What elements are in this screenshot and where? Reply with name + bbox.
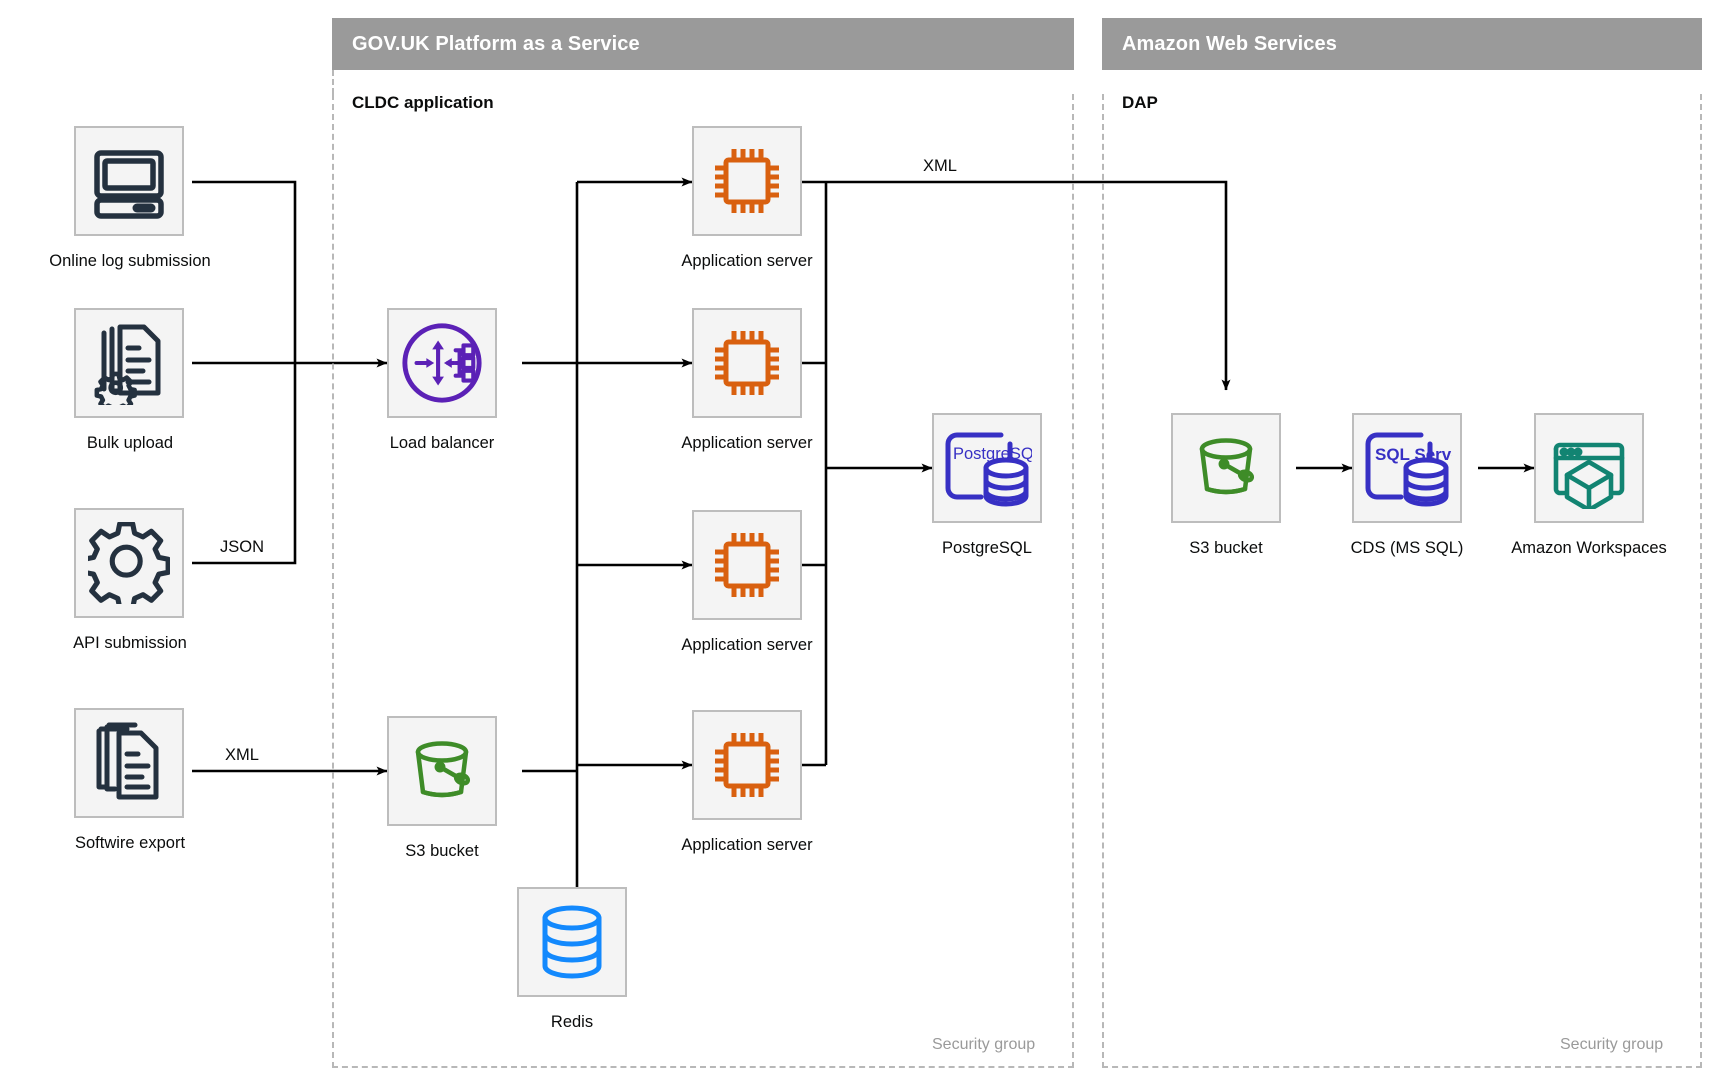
node-label-app-server-4: Application server bbox=[681, 836, 813, 854]
gear-icon bbox=[88, 522, 170, 604]
bucket-icon bbox=[1186, 428, 1266, 508]
database-cylinder-icon bbox=[539, 904, 605, 980]
node-label-online-log-submission: Online log submission bbox=[49, 252, 211, 270]
security-group-paas bbox=[332, 94, 1074, 1068]
node-app-server-3[interactable] bbox=[692, 510, 802, 620]
node-label-cds-ms-sql: CDS (MS SQL) bbox=[1350, 539, 1464, 557]
edge-label-xml-source: XML bbox=[221, 746, 263, 765]
node-label-amazon-workspaces: Amazon Workspaces bbox=[1511, 539, 1667, 557]
edge-label-json: JSON bbox=[215, 538, 269, 557]
node-label-app-server-2: Application server bbox=[681, 434, 813, 452]
node-label-s3-bucket-paas: S3 bucket bbox=[405, 842, 479, 860]
node-label-bulk-upload: Bulk upload bbox=[86, 434, 174, 452]
zone-label-cldc-application: CLDC application bbox=[352, 93, 494, 112]
node-label-s3-bucket-aws: S3 bucket bbox=[1189, 539, 1263, 557]
document-stack-icon bbox=[87, 721, 171, 805]
node-api-submission[interactable] bbox=[74, 508, 184, 618]
group-header-aws: Amazon Web Services bbox=[1102, 18, 1702, 70]
security-group-label-aws: Security group bbox=[1560, 1036, 1664, 1053]
node-app-server-4[interactable] bbox=[692, 710, 802, 820]
cpu-chip-icon bbox=[707, 323, 787, 403]
workspaces-cube-icon bbox=[1548, 427, 1630, 509]
node-label-app-server-3: Application server bbox=[681, 636, 813, 654]
node-cds-ms-sql[interactable]: SQL Server bbox=[1352, 413, 1462, 523]
node-softwire-export[interactable] bbox=[74, 708, 184, 818]
group-header-govuk-paas: GOV.UK Platform as a Service bbox=[332, 18, 1074, 70]
node-online-log-submission[interactable] bbox=[74, 126, 184, 236]
node-app-server-2[interactable] bbox=[692, 308, 802, 418]
node-bulk-upload[interactable] bbox=[74, 308, 184, 418]
desktop-computer-icon bbox=[87, 139, 171, 223]
node-label-app-server-1: Application server bbox=[681, 252, 813, 270]
cpu-chip-icon bbox=[707, 525, 787, 605]
node-label-softwire-export: Softwire export bbox=[74, 834, 186, 852]
group-govuk-paas: GOV.UK Platform as a Service bbox=[332, 18, 1074, 1068]
group-amazon-web-services: Amazon Web Services bbox=[1102, 18, 1702, 1068]
node-load-balancer[interactable] bbox=[387, 308, 497, 418]
load-balancer-icon bbox=[399, 320, 485, 406]
cpu-chip-icon bbox=[707, 725, 787, 805]
node-s3-bucket-paas[interactable] bbox=[387, 716, 497, 826]
security-group-label-paas: Security group bbox=[932, 1036, 1036, 1053]
security-group-border-left-paas bbox=[332, 70, 334, 94]
cpu-chip-icon bbox=[707, 141, 787, 221]
node-app-server-1[interactable] bbox=[692, 126, 802, 236]
zone-label-dap: DAP bbox=[1122, 93, 1158, 112]
node-label-redis: Redis bbox=[550, 1013, 594, 1031]
edge-label-xml-export: XML bbox=[919, 157, 961, 176]
node-postgresql[interactable]: PostgreSQL bbox=[932, 413, 1042, 523]
postgresql-icon: PostgreSQL bbox=[942, 427, 1032, 509]
bucket-icon bbox=[402, 731, 482, 811]
node-redis[interactable] bbox=[517, 887, 627, 997]
node-amazon-workspaces[interactable] bbox=[1534, 413, 1644, 523]
security-group-aws bbox=[1102, 94, 1702, 1068]
node-label-api-submission: API submission bbox=[73, 634, 187, 652]
node-label-postgresql: PostgreSQL bbox=[942, 539, 1032, 557]
sql-server-icon: SQL Server bbox=[1362, 427, 1452, 509]
document-gear-icon bbox=[87, 321, 171, 405]
node-s3-bucket-aws[interactable] bbox=[1171, 413, 1281, 523]
node-label-load-balancer: Load balancer bbox=[389, 434, 495, 452]
